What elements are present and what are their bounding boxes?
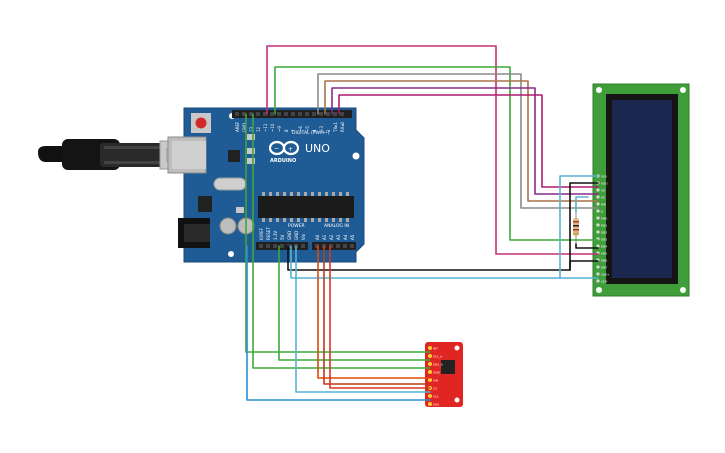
pin-label: IOREF <box>259 227 264 240</box>
pin-label: A2 <box>329 234 334 240</box>
pin-label: 4 <box>312 129 317 132</box>
pin-label: DB2 <box>601 231 607 235</box>
pin-label: SCL <box>433 395 439 399</box>
analog-label: ANALOG IN <box>324 223 349 229</box>
wire-green <box>274 66 599 241</box>
arduino-uno-board: − + ARDUINO UNO AREF GND 13 12 ~11 ~10 ~… <box>167 107 365 263</box>
pin-label: VIN <box>433 379 438 383</box>
lcd-display: VSS VDD V0 RS RW E DB0 DB1 DB2 DB3 DB4 D… <box>592 83 690 297</box>
wire-black-2 <box>569 260 599 271</box>
lcd-screen <box>612 100 672 278</box>
pin-label: GND <box>242 123 247 132</box>
power-label: POWER <box>288 223 305 229</box>
pin-label: DB5 <box>601 252 607 256</box>
svg-text:+: + <box>288 146 293 153</box>
pin-label: 3.3V <box>273 231 278 240</box>
pin-label: RESET <box>266 227 271 240</box>
wire-sensor-orange-1 <box>317 245 431 379</box>
pin-label: DB3 <box>601 238 607 242</box>
pin-label: DB7 <box>601 266 607 270</box>
wire-sensor-green-2 <box>278 245 431 361</box>
pin-label: CS <box>433 387 437 391</box>
pin-label: 13 <box>249 126 254 132</box>
pin-label: GND <box>294 231 299 240</box>
pin-label: ~3 <box>319 126 324 132</box>
pin-label: 2 <box>326 129 331 132</box>
pin-label: LED- <box>601 280 608 284</box>
svg-text:−: − <box>274 146 279 153</box>
wire-sensor-blue <box>246 245 431 401</box>
analog-pin-labels: A0 A1 A2 A3 A4 A5 <box>315 234 355 240</box>
pin-label: E <box>601 210 603 214</box>
wire-brown <box>324 80 599 202</box>
pin-label: AREF <box>235 121 240 132</box>
arduino-model-label: UNO <box>305 142 330 155</box>
pin-label: VSS <box>601 175 607 179</box>
pin-label: SDA_A <box>433 363 444 367</box>
pin-label: A3 <box>336 234 341 240</box>
lcd-pin-labels: VSS VDD V0 RS RW E DB0 DB1 DB2 DB3 DB4 D… <box>601 175 610 284</box>
pin-label: RW <box>601 203 606 207</box>
analog-header <box>312 242 356 250</box>
pin-label: VDD <box>601 182 608 186</box>
pin-label: DB4 <box>601 245 607 249</box>
wires <box>245 45 599 401</box>
pin-label: A1 <box>322 234 327 240</box>
pin-label: INT <box>433 347 438 351</box>
pin-label: DB6 <box>601 259 607 263</box>
wire-sensor-orange-2 <box>323 245 431 385</box>
pin-label: 5V <box>280 234 285 240</box>
wire-pink <box>338 94 599 188</box>
pin-label: A5 <box>350 234 355 240</box>
pin-label: GND <box>433 371 441 375</box>
wire-sensor-green-1 <box>245 113 431 353</box>
resistor <box>573 212 579 244</box>
wire-sensor-red <box>329 245 431 389</box>
wire-sensor-lightblue <box>295 245 431 393</box>
pin-label: LED+ <box>601 273 610 277</box>
pin-label: 12 <box>256 126 261 132</box>
pin-label: ~9 <box>277 126 282 132</box>
pin-label: TX▸1 <box>333 122 338 133</box>
pin-label: GND <box>287 231 292 240</box>
pin-label: A4 <box>343 234 348 240</box>
pin-label: RX◂0 <box>340 121 345 132</box>
power-pin-labels: IOREF RESET 3.3V 5V GND GND Vin <box>259 227 306 240</box>
pin-label: DB0 <box>601 217 607 221</box>
arduino-brand-label: ARDUINO <box>270 158 296 164</box>
wire-resistor-top <box>575 196 589 213</box>
pin-label: Vin <box>301 233 306 240</box>
pin-label: V0 <box>601 189 605 193</box>
sensor-chip <box>441 360 455 374</box>
wire-purple <box>331 87 599 195</box>
pin-label: ~6 <box>298 126 303 132</box>
sensor-pin-labels: INT SCL_A SDA_A GND VIN CS SCL SDA <box>433 347 444 407</box>
arduino-logo: − + <box>268 140 300 156</box>
pin-label: ~11 <box>263 123 268 132</box>
pin-label: SDA <box>433 403 440 407</box>
wire-sensor-green-3 <box>252 113 431 369</box>
accelerometer-breakout: INT SCL_A SDA_A GND VIN CS SCL SDA <box>425 342 463 407</box>
wire-resistor-bottom <box>575 243 599 249</box>
pin-label: 8 <box>284 129 289 132</box>
pin-label: DB1 <box>601 224 607 228</box>
pin-label: SCL_A <box>433 355 443 359</box>
digital-header-label: DIGITAL (PWM~) <box>292 130 330 136</box>
wire-gray <box>317 73 599 209</box>
pin-label: A0 <box>315 234 320 240</box>
pin-label: RS <box>601 196 605 200</box>
wire-magenta <box>266 45 599 255</box>
digital-pin-labels: AREF GND 13 12 ~11 ~10 ~9 8 7 ~6 ~5 4 ~3… <box>235 121 345 133</box>
pin-label: ~10 <box>270 123 275 132</box>
pin-label: 7 <box>291 129 296 132</box>
atmega-chip <box>258 196 354 218</box>
pin-label: ~5 <box>305 126 310 132</box>
